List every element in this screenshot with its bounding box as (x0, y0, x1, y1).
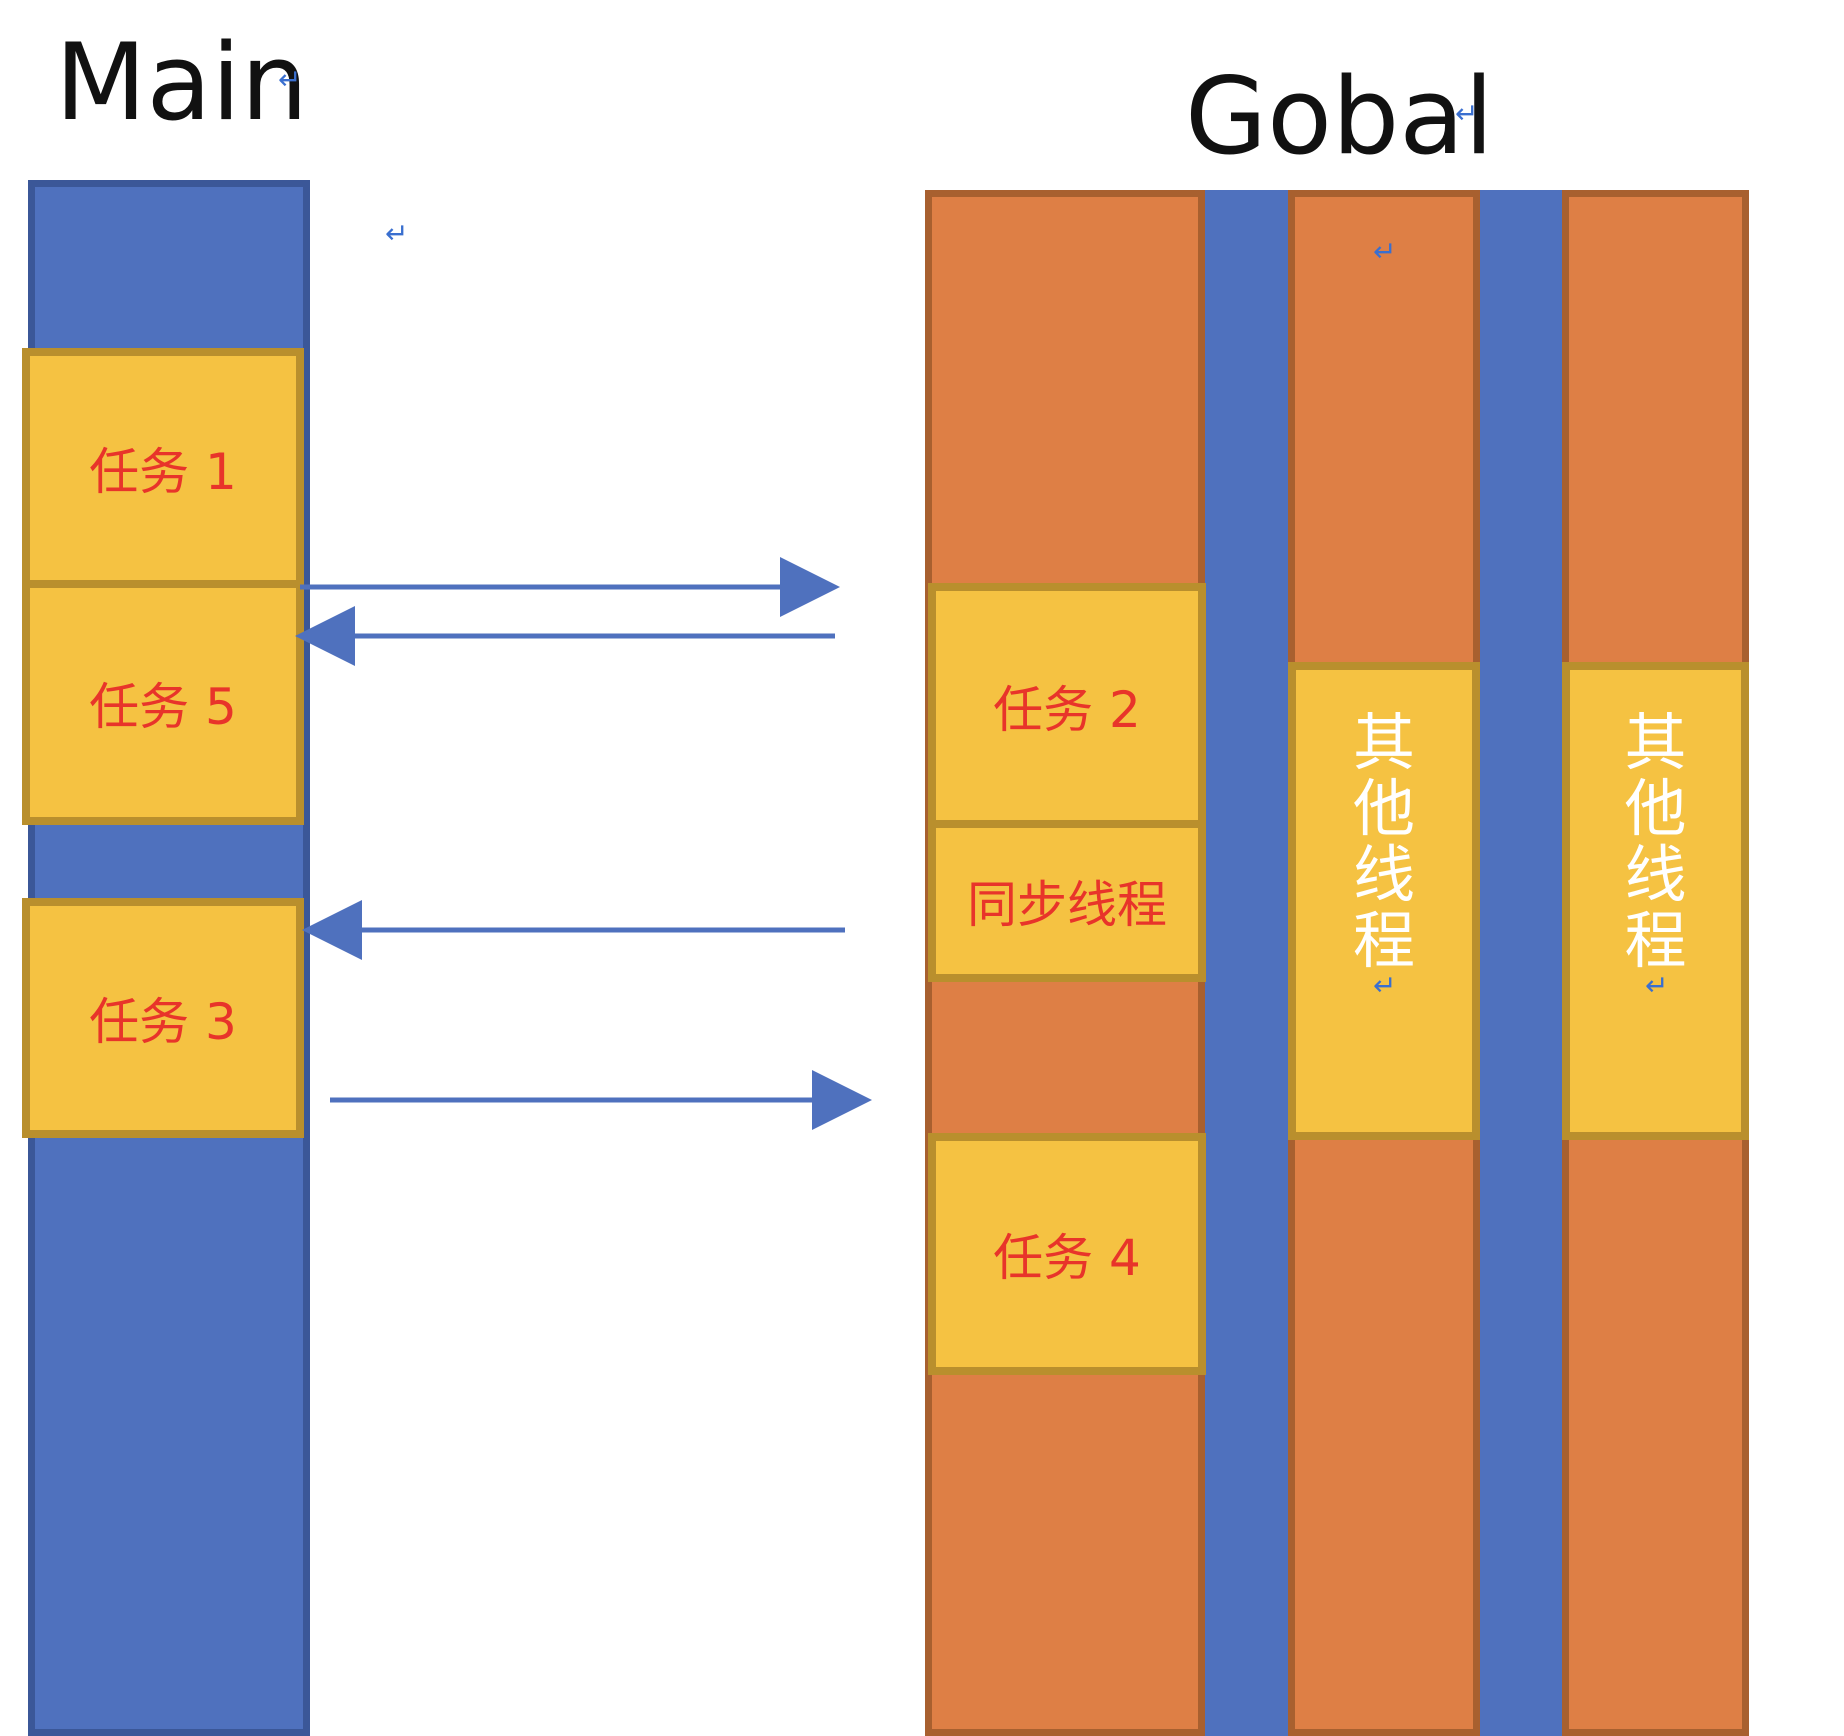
task-2-box: 任务 2 (928, 583, 1206, 828)
paragraph-mark-icon: ↵ (1373, 235, 1397, 268)
task-3-label: 任务 3 (89, 993, 237, 1051)
paragraph-mark-icon: ↵ (1455, 97, 1479, 130)
other-thread-2-label: 其他线程 (1624, 706, 1687, 977)
task-1-box: 任务 1 (22, 348, 304, 588)
main-title: Main (55, 21, 309, 144)
paragraph-mark-icon: ↵ (278, 63, 302, 96)
sync-thread-label: 同步线程 (967, 876, 1167, 934)
paragraph-mark-icon: ↵ (1373, 969, 1397, 1002)
task-3-box: 任务 3 (22, 898, 304, 1138)
other-thread-1-label: 其他线程 (1352, 706, 1415, 977)
global-divider-1 (1205, 190, 1288, 1736)
arrow-global-to-main-2 (302, 900, 845, 960)
task-2-label: 任务 2 (993, 680, 1141, 739)
task-1-label: 任务 1 (89, 443, 237, 501)
task-4-label: 任务 4 (993, 1229, 1141, 1287)
arrow-main-to-global-1 (300, 557, 840, 617)
other-thread-2-box: 其他线程 (1562, 662, 1749, 1140)
arrow-global-to-main-1 (295, 606, 835, 666)
paragraph-mark-icon: ↵ (1645, 969, 1669, 1002)
global-title: Gobal (1185, 55, 1494, 178)
arrow-main-to-global-2 (330, 1070, 872, 1130)
sync-thread-box: 同步线程 (928, 820, 1206, 982)
other-thread-1-box: 其他线程 (1288, 662, 1480, 1140)
task-5-label: 任务 5 (89, 677, 237, 736)
task-4-box: 任务 4 (928, 1133, 1206, 1375)
task-5-box: 任务 5 (22, 580, 304, 825)
global-divider-2 (1480, 190, 1562, 1736)
paragraph-mark-icon: ↵ (385, 217, 409, 250)
